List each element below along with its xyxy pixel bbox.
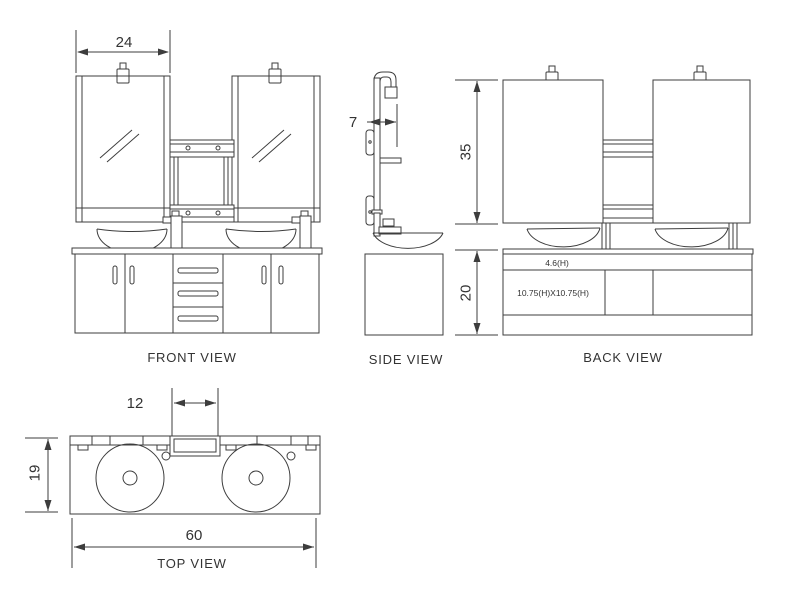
cabinet-side [364, 253, 444, 336]
connector-bar [602, 139, 654, 158]
drawer-size-annotation: 10.75(H)X10.75(H) [517, 288, 589, 298]
drawer-handle [177, 267, 219, 274]
dimension-depth: 19 [25, 437, 58, 513]
back-view-label: BACK VIEW [583, 350, 662, 365]
dimension-value: 20 [458, 285, 475, 302]
left-mirror [75, 75, 171, 223]
dimension-shelf-depth: 7 [349, 104, 398, 147]
mount-clip [156, 444, 168, 451]
dimension-overall-width: 60 [71, 518, 317, 568]
drawer-handle [177, 315, 219, 322]
top-view: 12 19 60 TOP VIEW [25, 388, 321, 571]
dimension-shelf-width: 12 [127, 388, 219, 436]
mount-clip [305, 444, 317, 451]
dimension-value: 35 [458, 144, 475, 161]
connector-bar [602, 204, 654, 224]
center-shelf-unit [169, 139, 235, 223]
sink-bowl [526, 227, 601, 248]
faucet [162, 210, 183, 252]
shelf-bracket [169, 204, 235, 223]
countertop [502, 248, 754, 255]
left-mirror-back [502, 79, 604, 224]
sink-bowl [372, 232, 444, 249]
glass-reflection-lines [251, 129, 292, 163]
panel-height-annotation: 4.6(H) [545, 258, 569, 268]
drawer-handle [177, 290, 219, 297]
lamp-icon [116, 62, 130, 84]
shelf-bracket [169, 139, 235, 158]
dimension-value: 19 [27, 465, 44, 482]
faucet-post [728, 222, 738, 253]
door-handle [129, 265, 135, 285]
glass-reflection-lines [99, 129, 140, 163]
front-view-label: FRONT VIEW [147, 350, 236, 365]
wall-bracket [365, 129, 375, 156]
mount-clip [225, 444, 237, 451]
side-view-label: SIDE VIEW [369, 352, 443, 367]
sink-plan [221, 443, 296, 513]
door-handle [261, 265, 267, 285]
right-mirror [231, 75, 321, 223]
faucet-post [601, 222, 611, 253]
door-handle [112, 265, 118, 285]
top-view-label: TOP VIEW [157, 556, 227, 571]
cabinet [74, 253, 320, 334]
countertop [71, 247, 323, 255]
lamp-icon [268, 62, 282, 84]
side-view: 7 SIDE VIEW [349, 71, 444, 367]
door-handle [278, 265, 284, 285]
gooseneck-lamp-icon [373, 71, 398, 99]
dimension-mirror-width: 24 [75, 30, 171, 73]
dimension-cabinet-height: 20 [455, 249, 498, 336]
mirror-panel-edge [373, 77, 381, 237]
center-shelf-plan [169, 435, 221, 457]
front-view: 24 FRONT VIEW [71, 30, 323, 365]
dimension-value: 7 [349, 114, 357, 131]
dimension-upper-height: 35 [455, 79, 498, 225]
mount-clip [77, 444, 89, 451]
faucet-hole [286, 451, 296, 461]
faucet [371, 209, 402, 235]
shelf-edge [379, 157, 402, 164]
sink-bowl [654, 227, 729, 248]
dimension-value: 24 [116, 34, 133, 51]
faucet [291, 210, 312, 252]
dimension-value: 60 [186, 527, 203, 544]
faucet-hole [161, 451, 171, 461]
countertop-plan [69, 435, 321, 515]
cabinet-back: 4.6(H) 10.75(H)X10.75(H) [502, 253, 753, 336]
right-mirror-back [652, 79, 751, 224]
sink-plan [95, 443, 171, 513]
back-view: 4.6(H) 10.75(H)X10.75(H) 35 20 BACK VIEW [455, 65, 754, 365]
dimension-value: 12 [127, 395, 144, 412]
